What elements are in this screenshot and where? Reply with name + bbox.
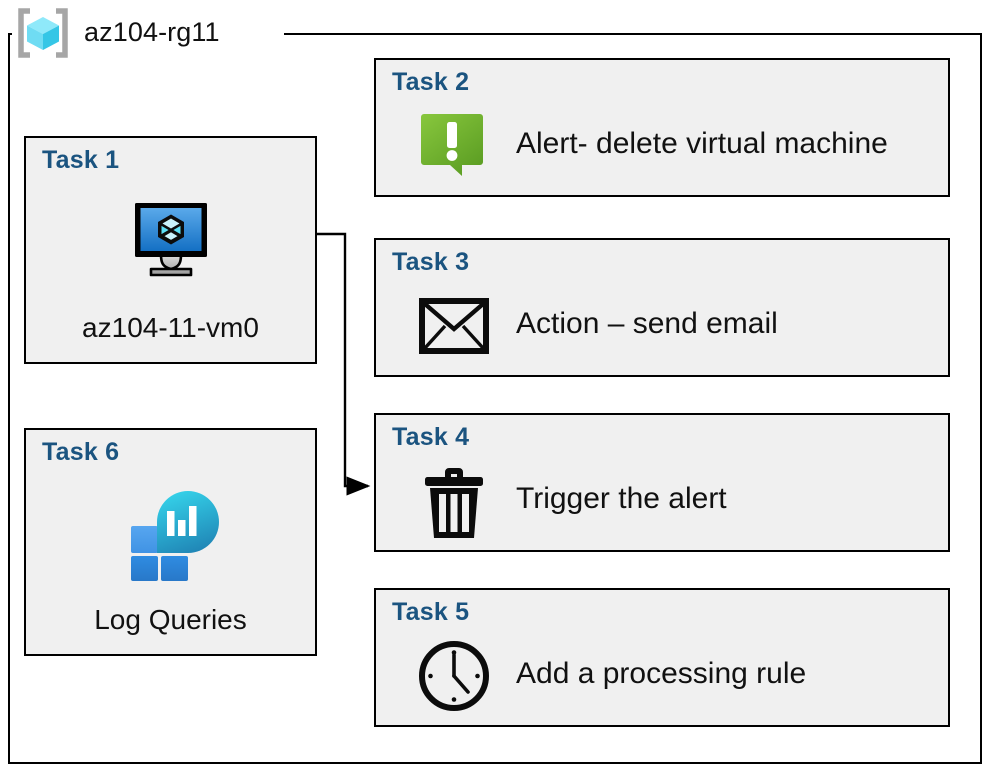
resource-group-frame [8,33,982,764]
trash-can-icon [418,465,490,538]
card-task-1-caption: az104-11-vm0 [82,312,259,343]
resource-group-title: az104-rg11 [12,4,220,62]
card-task-6[interactable]: Task 6 [24,428,317,656]
card-task-2[interactable]: Task 2 Alert- delete virtual machine [374,58,950,197]
card-task-4[interactable]: Task 4 Trigger the alert [374,413,950,552]
card-task-5-caption: Add a processing rule [516,656,807,690]
card-task-5[interactable]: Task 5 Add a processing rule [374,588,950,727]
resource-group-name: az104-rg11 [84,16,220,47]
card-task-2-label: Task 2 [392,68,470,96]
card-task-1[interactable]: Task 1 [24,136,317,364]
alert-exclamation-bubble-icon [418,110,490,182]
azure-resource-group-cube-icon [12,8,74,58]
card-task-6-label: Task 6 [42,438,120,466]
card-task-6-caption: Log Queries [94,604,247,635]
card-task-4-caption: Trigger the alert [516,481,727,515]
card-task-3[interactable]: Task 3 Action – send email [374,238,950,377]
envelope-icon [418,290,490,362]
card-task-4-label: Task 4 [392,423,470,451]
clock-icon [418,640,490,712]
card-task-3-caption: Action – send email [516,306,778,340]
log-analytics-chart-icon [26,482,315,582]
card-task-3-label: Task 3 [392,248,470,276]
card-task-5-label: Task 5 [392,598,470,626]
card-task-2-caption: Alert- delete virtual machine [516,126,888,160]
card-task-1-label: Task 1 [42,146,120,174]
virtual-machine-monitor-icon [26,190,315,290]
